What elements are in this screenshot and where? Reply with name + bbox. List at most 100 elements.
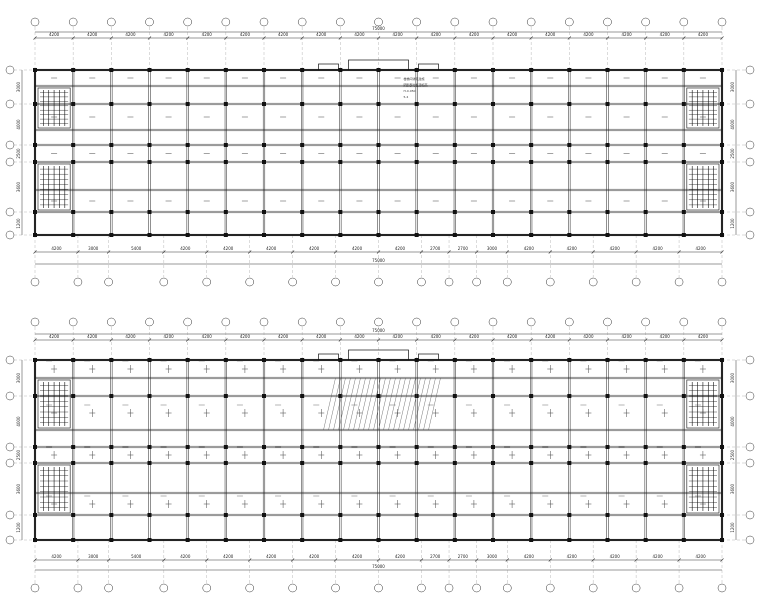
bottom-dim-label: 4200 [610, 554, 621, 559]
bottom-dim-label: 3000 [88, 246, 99, 251]
axis-bubble [221, 17, 231, 27]
column [262, 394, 266, 398]
plan-note: H-0.050 [404, 89, 416, 93]
bottom-dim-label: 4200 [567, 554, 578, 559]
column [414, 445, 419, 449]
column [643, 513, 648, 517]
column [223, 513, 228, 517]
top-dim-label: 4200 [698, 334, 709, 339]
top-dim-label: 4200 [507, 32, 518, 37]
axis-bubble [288, 277, 297, 287]
axis-bubble [183, 317, 192, 327]
column [185, 210, 190, 214]
axis-bubble [145, 317, 154, 327]
column [414, 358, 419, 362]
column [529, 210, 534, 214]
axis-bubble [488, 317, 498, 327]
column [109, 445, 114, 449]
column [147, 538, 152, 542]
axis-bubble [588, 277, 598, 287]
column [300, 68, 305, 72]
column [185, 358, 190, 362]
column [185, 394, 190, 398]
axis-bubble [30, 583, 40, 593]
right-dim-label: 4000 [730, 416, 735, 427]
column [33, 445, 37, 449]
top-dim-label: 4200 [163, 32, 174, 37]
bottom-dim-label: 4200 [309, 554, 320, 559]
rebar-annotations [46, 360, 706, 508]
top-dim-label: 4200 [583, 334, 594, 339]
axis-bubble [444, 277, 454, 287]
left-dim-label: 3000 [16, 372, 21, 383]
top-dim-label: 4200 [125, 334, 136, 339]
column [414, 513, 419, 517]
column [33, 143, 37, 147]
column [452, 445, 457, 449]
column [338, 68, 343, 72]
column [720, 538, 724, 542]
column [643, 461, 648, 465]
column [567, 160, 572, 164]
column [338, 233, 343, 237]
bottom-total-dim: 75000 [372, 564, 385, 569]
column [71, 160, 76, 164]
column [605, 233, 610, 237]
axis-bubble [68, 17, 78, 27]
top-dim-label: 4200 [469, 32, 480, 37]
column [567, 68, 572, 72]
column [338, 143, 343, 147]
column [414, 461, 419, 465]
column [491, 143, 495, 147]
axis-bubble [412, 17, 421, 27]
column [109, 160, 114, 164]
left-stair [37, 379, 71, 429]
column [376, 160, 381, 164]
column [71, 143, 76, 147]
column [643, 233, 648, 237]
column [720, 513, 724, 517]
axis-bubble [641, 317, 650, 327]
top-dim-label: 4200 [49, 334, 60, 339]
column [414, 210, 419, 214]
axis-bubble [30, 17, 40, 27]
column [147, 394, 152, 398]
column [262, 210, 266, 214]
bottom-dim-label: 4200 [395, 246, 406, 251]
column [567, 210, 572, 214]
bottom-dim-label: 2700 [430, 554, 441, 559]
column [643, 538, 648, 542]
column [262, 513, 266, 517]
column [452, 394, 457, 398]
left-dim-label: 1200 [16, 522, 21, 533]
column [147, 461, 152, 465]
column [720, 358, 724, 362]
column [33, 394, 37, 398]
row-axis-bubble [745, 535, 755, 545]
column [414, 394, 419, 398]
center-core [318, 59, 439, 71]
column [529, 394, 534, 398]
column [71, 233, 76, 237]
column [414, 68, 419, 72]
axis-bubble [717, 317, 727, 327]
column [452, 143, 457, 147]
top-dim-label: 4200 [660, 334, 671, 339]
axis-bubble [717, 583, 727, 593]
column [491, 160, 495, 164]
column [491, 68, 495, 72]
axis-bubble [245, 583, 254, 593]
column [414, 143, 419, 147]
column [300, 461, 305, 465]
column [109, 538, 114, 542]
column [376, 210, 381, 214]
column [720, 102, 724, 106]
column [33, 538, 37, 542]
column [109, 394, 114, 398]
axis-bubble [73, 583, 83, 593]
right-dim-label: 2500 [730, 148, 735, 159]
axis-bubble [674, 583, 684, 593]
column [109, 233, 114, 237]
